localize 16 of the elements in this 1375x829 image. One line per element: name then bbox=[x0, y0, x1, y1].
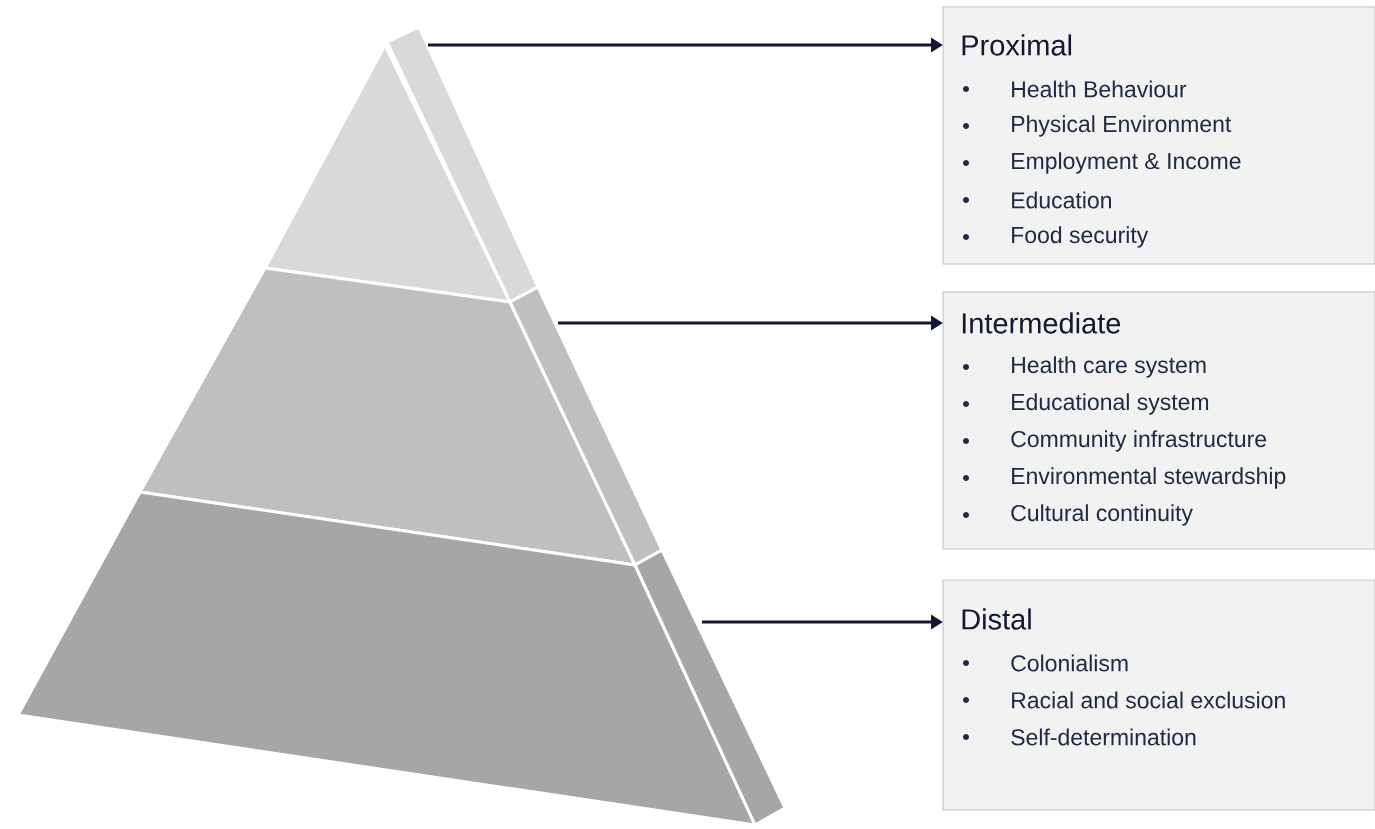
list-item: Food security bbox=[1012, 226, 1149, 248]
panel-heading: Intermediate bbox=[962, 312, 1121, 334]
list-item: Physical Environment bbox=[1012, 115, 1232, 137]
list-item: Health Behaviour bbox=[1012, 80, 1187, 98]
list-item: Cultural continuity bbox=[1011, 504, 1193, 526]
panel-heading: Distal bbox=[962, 608, 1031, 630]
list-item: Environmental stewardship bbox=[1012, 467, 1286, 489]
panel-heading: Proximal bbox=[962, 34, 1072, 56]
list-item: Health care system bbox=[1012, 356, 1206, 378]
list-item: Education bbox=[1012, 191, 1111, 209]
list-item: Colonialism bbox=[1011, 654, 1128, 672]
list-item: Employment & Income bbox=[1012, 152, 1241, 174]
list-item: Community infrastructure bbox=[1011, 430, 1267, 452]
list-item: Self-determination bbox=[1011, 728, 1196, 746]
list-item: Educational system bbox=[1012, 393, 1209, 415]
list-item: Racial and social exclusion bbox=[1012, 691, 1285, 709]
